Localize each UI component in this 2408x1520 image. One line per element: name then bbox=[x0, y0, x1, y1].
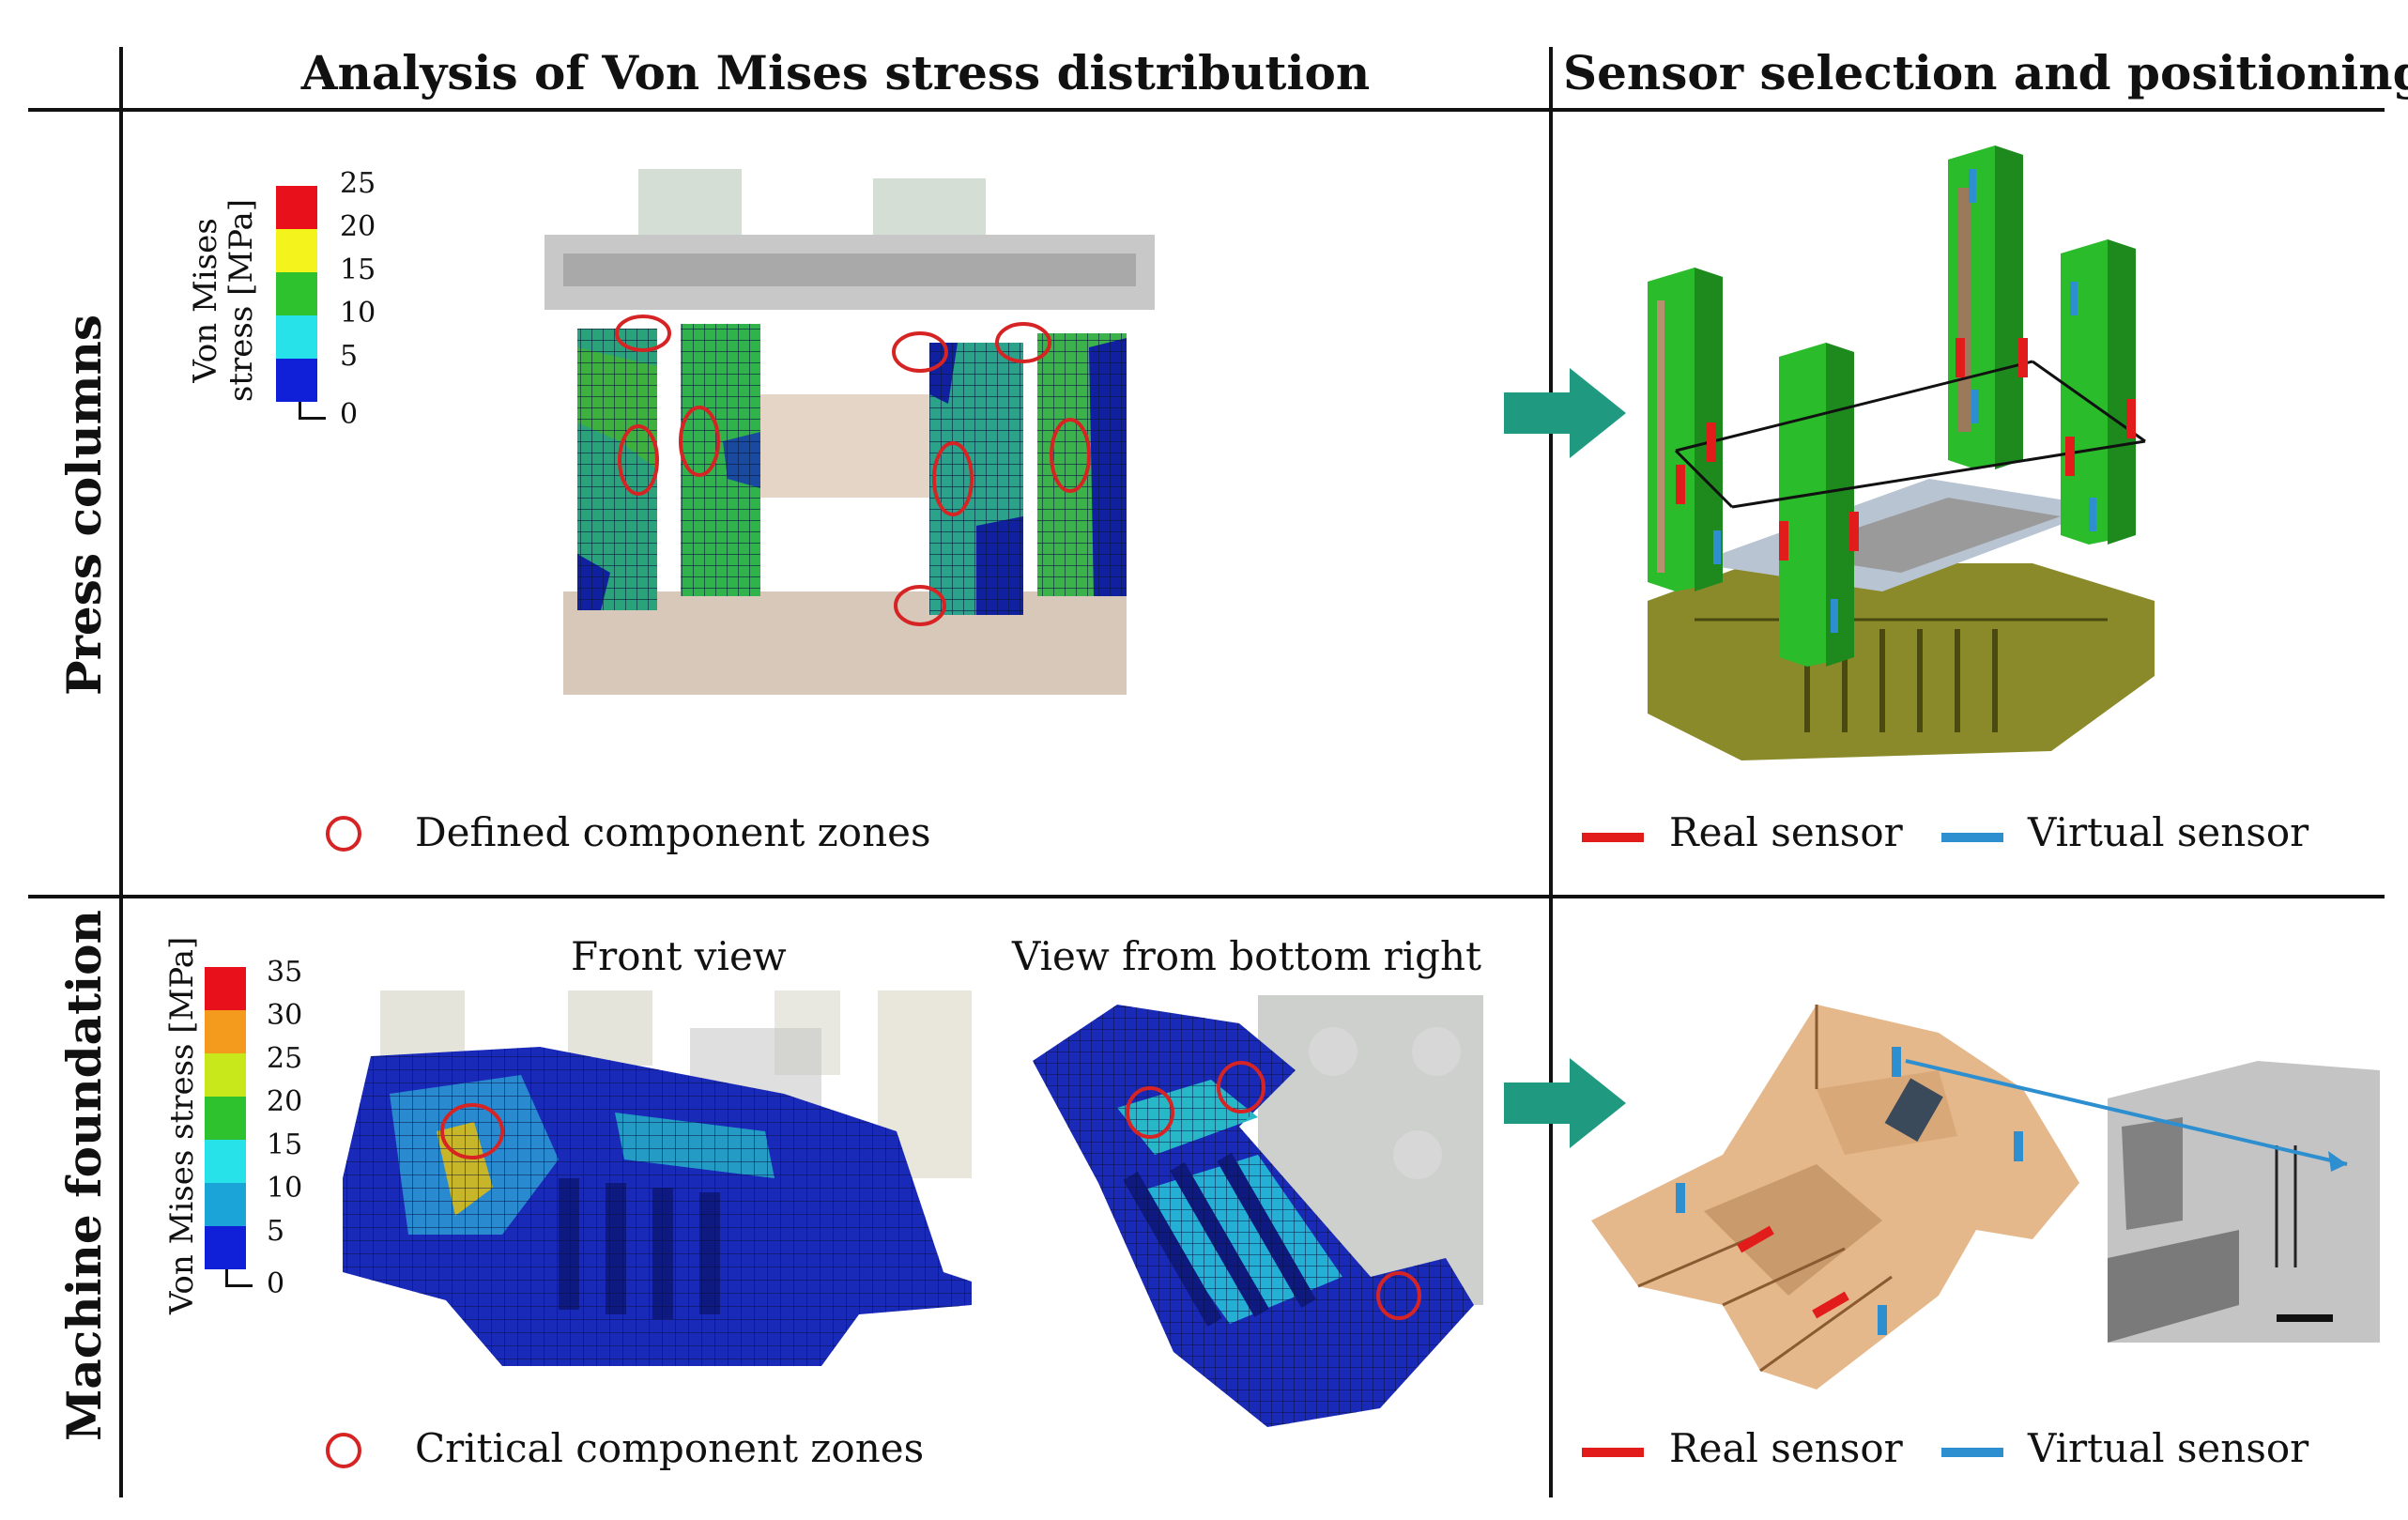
virtual-sensor-label-top: Virtual sensor bbox=[2028, 809, 2309, 855]
arrow-bottom bbox=[1504, 1058, 1626, 1148]
virtual-sensor-legend-swatch bbox=[1941, 1448, 2003, 1457]
scale-tick: 15 bbox=[340, 253, 376, 286]
arrow-top bbox=[1504, 368, 1626, 458]
stress-scale-title-top: Von Mises stress [MPa] bbox=[187, 188, 263, 413]
row-header-machine-foundation: Machine foundation bbox=[56, 910, 112, 1441]
color-swatch bbox=[276, 359, 317, 402]
scale-bracket bbox=[299, 402, 326, 420]
color-swatch bbox=[205, 1183, 246, 1226]
grid-horizontal-top bbox=[28, 108, 2385, 112]
scale-tick: 10 bbox=[267, 1172, 303, 1205]
foundation-bottom-right-view-model bbox=[1033, 995, 1483, 1427]
scale-bracket bbox=[225, 1269, 253, 1287]
scale-tick: 10 bbox=[340, 297, 376, 330]
scale-tick: 15 bbox=[267, 1128, 303, 1161]
scale-tick: 0 bbox=[340, 398, 359, 431]
grid-horizontal-middle bbox=[28, 895, 2385, 898]
color-swatch bbox=[205, 1010, 246, 1053]
foundation-sensor-model bbox=[1591, 1005, 2380, 1389]
color-swatch bbox=[205, 1053, 246, 1097]
zone-circle-legend-icon bbox=[326, 816, 361, 852]
real-sensor-label-top: Real sensor bbox=[1669, 809, 1903, 855]
stress-scale-title-line2: stress [MPa] bbox=[222, 198, 260, 403]
scale-tick: 35 bbox=[267, 956, 303, 989]
stress-scale-title-bottom: Von Mises stress [MPa] bbox=[163, 936, 201, 1314]
press-columns-stress-model bbox=[544, 169, 1155, 695]
scale-tick: 0 bbox=[267, 1267, 285, 1300]
real-sensor-legend-swatch bbox=[1582, 1448, 1644, 1457]
defined-zones-label: Defined component zones bbox=[415, 809, 931, 855]
row-header-press-columns: Press columns bbox=[56, 315, 112, 697]
critical-zones-label: Critical component zones bbox=[415, 1425, 925, 1471]
virtual-sensor-legend-swatch bbox=[1941, 833, 2003, 842]
grid-vertical-middle bbox=[1549, 47, 1553, 1497]
color-swatch bbox=[205, 1097, 246, 1140]
scale-tick: 30 bbox=[267, 999, 303, 1032]
bottom-right-view-label: View from bottom right bbox=[1012, 933, 1481, 979]
scale-tick: 5 bbox=[267, 1215, 285, 1248]
column-header-stress-analysis: Analysis of Von Mises stress distributio… bbox=[300, 45, 1371, 100]
color-swatch bbox=[276, 186, 317, 229]
scale-tick: 20 bbox=[267, 1085, 303, 1118]
color-swatch bbox=[205, 967, 246, 1010]
color-swatch bbox=[205, 1140, 246, 1183]
scale-tick: 25 bbox=[267, 1042, 303, 1075]
stress-scale-title-line1: Von Mises bbox=[187, 218, 224, 383]
color-swatch bbox=[276, 315, 317, 359]
color-swatch bbox=[276, 272, 317, 315]
grid-vertical-left bbox=[119, 47, 123, 1497]
scale-tick: 25 bbox=[340, 167, 376, 200]
foundation-front-view-model bbox=[343, 990, 972, 1366]
column-header-sensor-positioning: Sensor selection and positioning bbox=[1563, 45, 2408, 100]
color-swatch bbox=[276, 229, 317, 272]
scale-tick: 20 bbox=[340, 210, 376, 243]
color-swatch bbox=[205, 1226, 246, 1269]
scale-tick: 5 bbox=[340, 340, 359, 373]
real-sensor-legend-swatch bbox=[1582, 833, 1644, 842]
front-view-label: Front view bbox=[571, 933, 787, 979]
real-sensor-label-bottom: Real sensor bbox=[1669, 1425, 1903, 1471]
press-sensor-model bbox=[1648, 146, 2155, 760]
critical-zone-circle-legend-icon bbox=[326, 1433, 361, 1468]
virtual-sensor-label-bottom: Virtual sensor bbox=[2028, 1425, 2309, 1471]
